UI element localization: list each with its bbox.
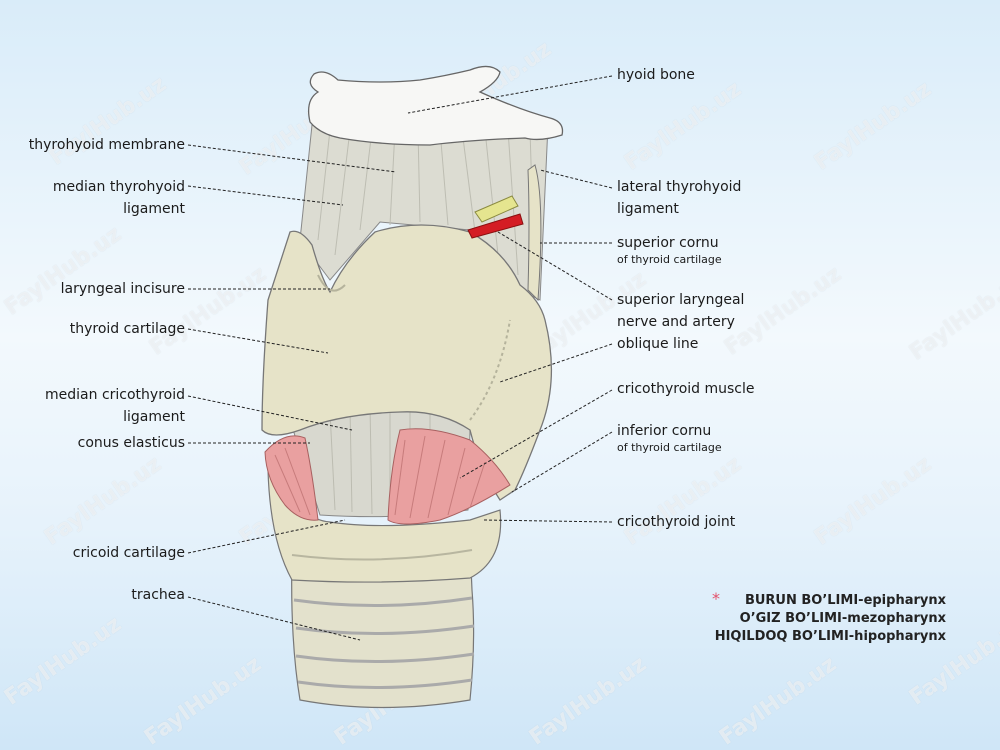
label-line: median thyrohyoid: [52, 179, 185, 195]
trachea-shape: [291, 544, 475, 709]
label-trachea: trachea: [131, 587, 185, 603]
label-line: lateral thyrohyoid: [617, 179, 742, 195]
note-line: HIQILDOQ BO’LIMI-hipopharynx: [714, 629, 946, 644]
cricoid-shape: [267, 467, 502, 583]
label-line: median cricothyroid: [45, 387, 185, 403]
pharynx-divisions-note: * BURUN BO’LIMI-epipharynx O’GIZ BO’LIMI…: [712, 589, 946, 646]
label-superior-cornu: superior cornu of thyroid cartilage: [617, 232, 722, 266]
note-line: BURUN BO’LIMI-epipharynx: [744, 593, 946, 608]
label-inferior-cornu: inferior cornu of thyroid cartilage: [617, 420, 722, 454]
leader-lines: [187, 75, 613, 641]
label-line: ligament: [123, 201, 185, 217]
note-line: O’GIZ BO’LIMI-mezopharynx: [739, 611, 946, 626]
label-hyoid-bone: hyoid bone: [617, 67, 695, 83]
label-laryngeal-incisure: laryngeal incisure: [60, 281, 185, 297]
label-subline: of thyroid cartilage: [617, 441, 722, 454]
label-subline: of thyroid cartilage: [617, 253, 722, 266]
label-cricothyroid-muscle: cricothyroid muscle: [617, 381, 755, 397]
bullet-asterisk: *: [712, 589, 720, 608]
label-cricothyroid-joint: cricothyroid joint: [617, 514, 736, 530]
label-median-thyrohyoid-ligament: median thyrohyoid ligament: [53, 176, 185, 220]
label-superior-laryngeal-nerve-artery: superior laryngeal nerve and artery: [617, 289, 744, 333]
label-line: ligament: [617, 201, 679, 217]
label-median-cricothyroid-ligament: median cricothyroid ligament: [45, 384, 185, 428]
label-line: nerve and artery: [617, 314, 735, 330]
label-conus-elasticus: conus elasticus: [77, 435, 185, 451]
label-thyroid-cartilage: thyroid cartilage: [69, 321, 185, 337]
superior-laryngeal-shape: [467, 195, 524, 239]
label-oblique-line: oblique line: [617, 336, 699, 352]
label-lateral-thyrohyoid-ligament: lateral thyrohyoid ligament: [617, 176, 741, 220]
superior-cornu-shape: [527, 164, 542, 302]
cricothyroid-muscle-shape: [264, 428, 511, 525]
thyroid-cartilage-shape: [261, 224, 553, 501]
label-line: superior cornu: [617, 235, 719, 251]
label-line: superior laryngeal: [617, 292, 745, 308]
hyoid-bone-shape: [307, 65, 564, 146]
label-line: inferior cornu: [617, 423, 712, 439]
label-cricoid-cartilage: cricoid cartilage: [72, 545, 185, 561]
label-line: ligament: [123, 409, 185, 425]
label-thyrohyoid-membrane: thyrohyoid membrane: [28, 137, 185, 153]
